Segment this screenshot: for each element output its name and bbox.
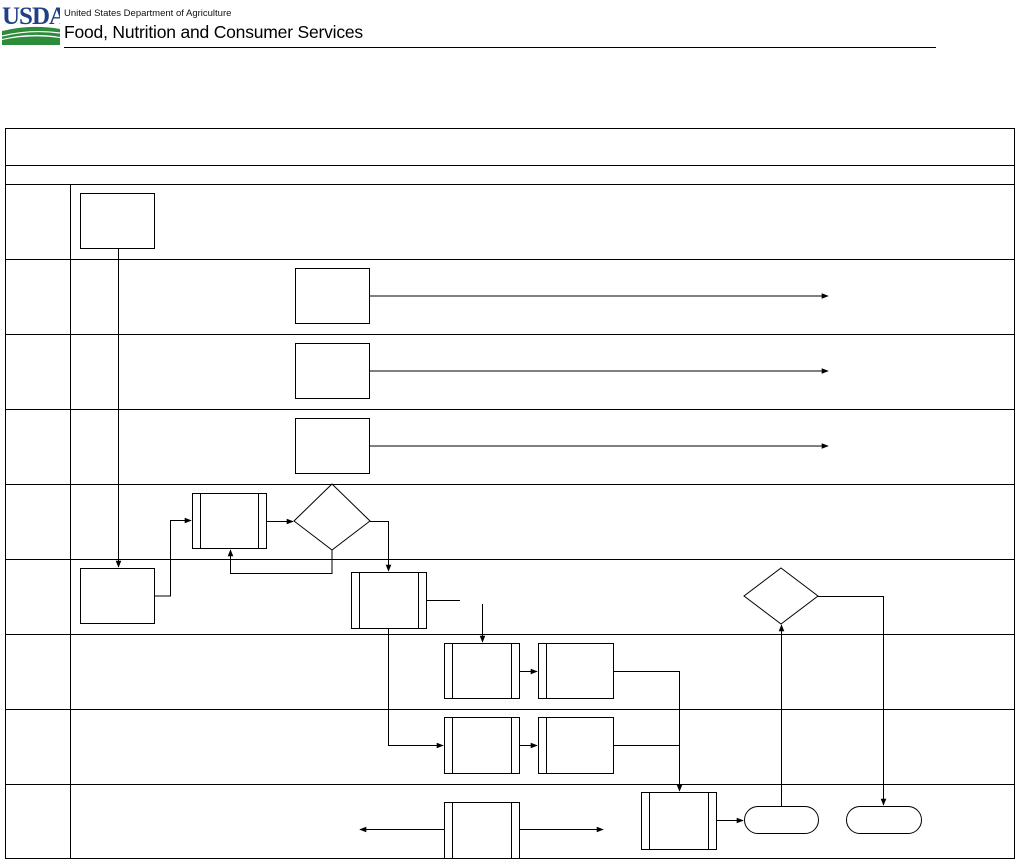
connector-15	[818, 596, 887, 806]
process-box-3	[295, 343, 370, 399]
process-box-4	[295, 418, 370, 474]
subprocess-box-5	[444, 802, 520, 859]
terminator-1	[744, 806, 819, 834]
process-box-6	[538, 643, 614, 699]
usda-logo: USDA	[2, 3, 60, 45]
decision-diamond-2	[743, 567, 819, 625]
logo-text: USDA	[2, 3, 60, 30]
process-box-2	[295, 268, 370, 324]
org-name: Food, Nutrition and Consumer Services	[64, 22, 363, 42]
lane-separators	[5, 259, 1015, 785]
connector-5	[370, 521, 392, 572]
connector-11	[614, 671, 683, 792]
process-box-1	[80, 193, 155, 249]
header-rule	[64, 47, 936, 48]
subprocess-box-4	[444, 717, 520, 774]
page-header: USDA United States Department of Agricul…	[0, 0, 1016, 50]
connector-8	[388, 629, 444, 749]
connector-2	[155, 517, 192, 597]
process-box-7	[538, 717, 614, 774]
subprocess-box-1	[192, 493, 267, 549]
terminator-2	[846, 806, 922, 834]
subprocess-box-2	[351, 572, 427, 629]
agency-name: United States Department of Agriculture	[64, 8, 232, 19]
decision-diamond-1	[293, 483, 371, 551]
subprocess-box-3	[444, 643, 520, 699]
process-box-5	[80, 568, 155, 624]
subprocess-box-6	[641, 792, 717, 850]
connector-4	[227, 549, 333, 574]
